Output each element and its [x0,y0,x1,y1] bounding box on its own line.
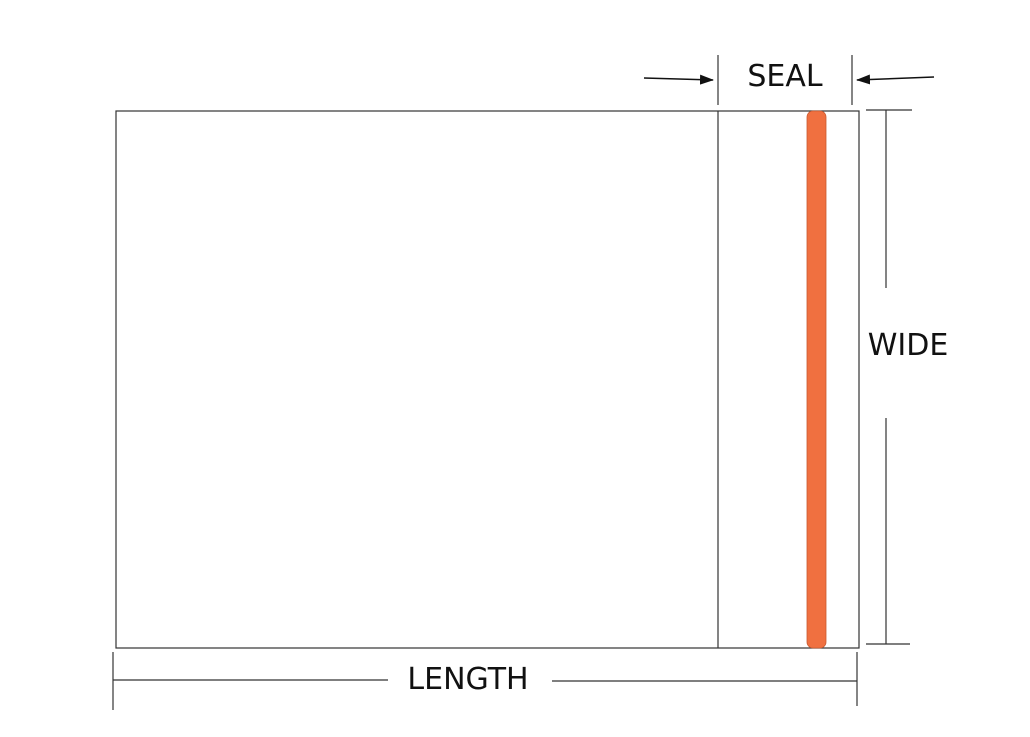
seal-arrow-right-icon [856,74,935,85]
adhesive-seal-strip [806,110,827,649]
seal-arrow-left-icon [643,74,714,85]
bag-outline [115,110,860,649]
wide-label: WIDE [868,328,949,363]
seal-label: SEAL [747,59,823,94]
length-label: LENGTH [407,662,528,697]
